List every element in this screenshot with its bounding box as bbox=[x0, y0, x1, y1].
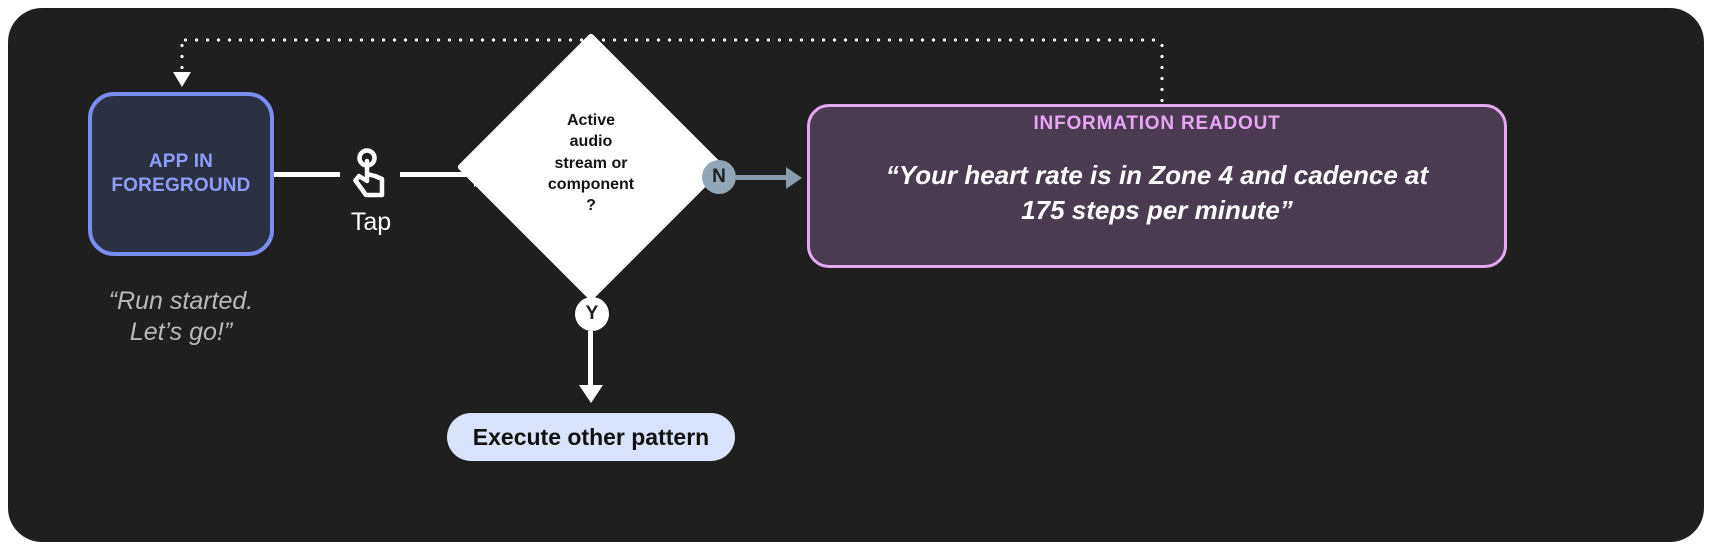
tap-gesture-glyph bbox=[353, 148, 385, 198]
feedback-dotted-segment-right bbox=[1160, 40, 1164, 106]
connector-no-arrow-icon bbox=[786, 167, 802, 189]
connector-yes-arrow-icon bbox=[579, 385, 603, 403]
app-in-foreground-label: APP IN FOREGROUND bbox=[111, 150, 250, 199]
tap-gesture-label: Tap bbox=[350, 208, 392, 236]
app-voice-caption: “Run started. Let’s go!” bbox=[60, 286, 302, 347]
feedback-arrow-icon bbox=[173, 72, 191, 87]
diagram-frame bbox=[8, 8, 1704, 542]
readout-quote-line-1: “Your heart rate is in Zone 4 and cadenc… bbox=[885, 160, 1429, 190]
feedback-dotted-segment-top bbox=[180, 38, 1162, 42]
decision-line-4: component bbox=[547, 175, 635, 193]
feedback-dotted-segment-left bbox=[180, 40, 184, 77]
tap-gesture-icon bbox=[344, 148, 396, 204]
execute-other-pattern-label: Execute other pattern bbox=[472, 423, 710, 450]
connector-tap-to-decision bbox=[400, 172, 476, 177]
app-label-line-2: FOREGROUND bbox=[111, 175, 251, 196]
node-app-in-foreground[interactable]: APP IN FOREGROUND bbox=[88, 92, 274, 256]
decision-line-2: audio bbox=[569, 133, 613, 151]
connector-yes-to-pattern bbox=[588, 331, 593, 389]
information-readout-quote: “Your heart rate is in Zone 4 and cadenc… bbox=[827, 158, 1487, 228]
app-label-line-1: APP IN bbox=[148, 150, 214, 172]
decision-line-5: ? bbox=[586, 197, 596, 215]
decision-line-3: stream or bbox=[554, 154, 628, 172]
connector-app-to-tap bbox=[274, 172, 340, 177]
decision-line-1: Active bbox=[566, 112, 616, 129]
node-information-readout[interactable] bbox=[807, 104, 1507, 268]
readout-quote-line-2: 175 steps per minute” bbox=[1021, 195, 1293, 226]
decision-label: Active audio stream or component ? bbox=[506, 110, 676, 216]
connector-decision-to-yes bbox=[588, 262, 593, 300]
information-readout-title: INFORMATION READOUT bbox=[1033, 113, 1281, 134]
node-execute-other-pattern[interactable]: Execute other pattern bbox=[447, 413, 735, 461]
branch-badge-yes: Y bbox=[575, 297, 609, 331]
app-caption-line-2: Let’s go!” bbox=[129, 317, 233, 346]
branch-badge-no: N bbox=[702, 160, 736, 194]
connector-no-to-readout bbox=[736, 175, 788, 180]
app-caption-line-1: “Run started. bbox=[108, 287, 254, 315]
